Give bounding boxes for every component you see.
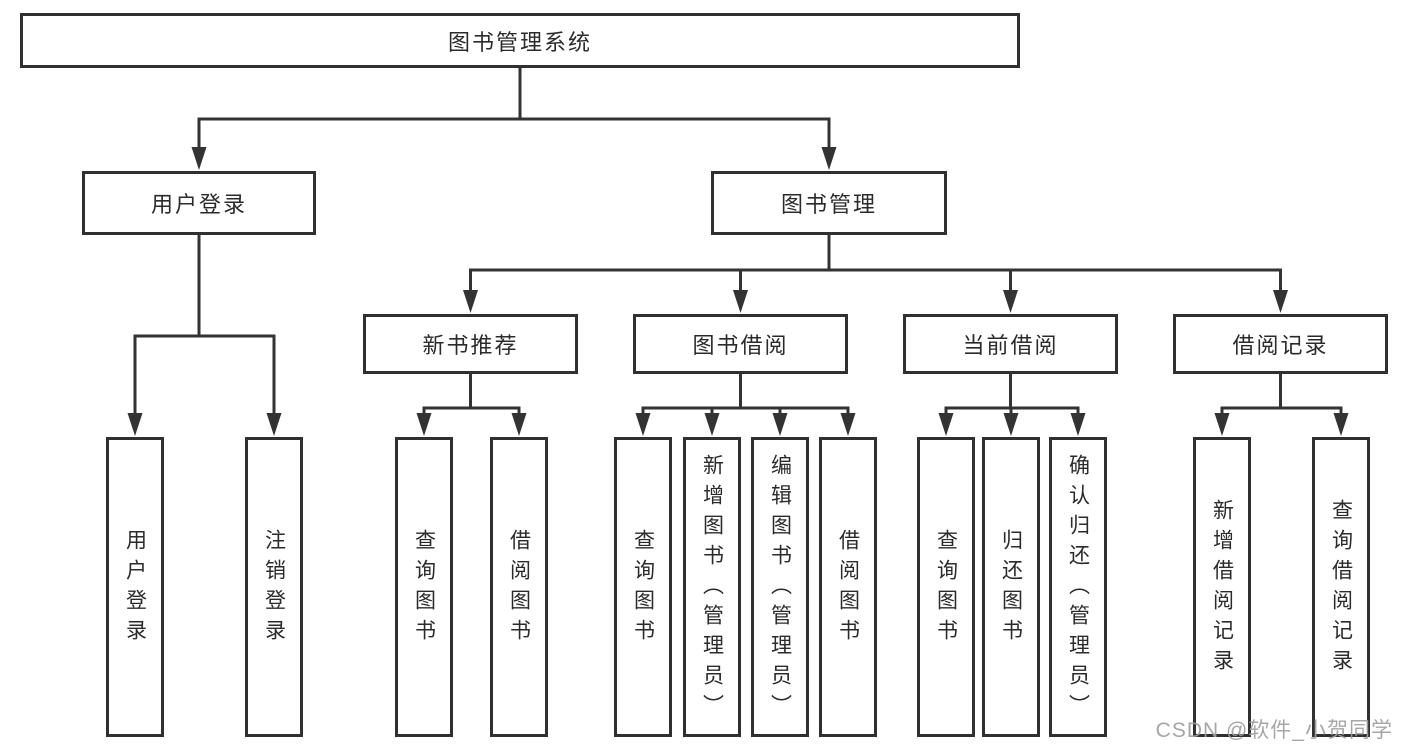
node-current-borrowing: 当前借阅 <box>903 314 1118 374</box>
leaf-confirm-return-admin: 确认归还（管理员） <box>1049 437 1107 737</box>
csdn-watermark: CSDN @软件_小贺同学 <box>1155 719 1393 742</box>
node-user-login: 用户登录 <box>82 171 316 235</box>
leaf-borrow-books-recommend: 借阅图书 <box>490 437 548 737</box>
leaf-user-login: 用户登录 <box>106 437 164 737</box>
node-new-book-recommend: 新书推荐 <box>363 314 578 374</box>
leaf-borrow-books-borrowing: 借阅图书 <box>819 437 877 737</box>
leaf-edit-book-admin: 编辑图书（管理员） <box>751 437 809 737</box>
leaf-query-books-current: 查询图书 <box>917 437 975 737</box>
leaf-add-borrow-record: 新增借阅记录 <box>1193 437 1251 737</box>
node-library-management-system: 图书管理系统 <box>20 13 1020 68</box>
leaf-return-books: 归还图书 <box>982 437 1040 737</box>
leaf-logout: 注销登录 <box>245 437 303 737</box>
leaf-query-books-borrowing: 查询图书 <box>614 437 672 737</box>
node-borrowing-records: 借阅记录 <box>1173 314 1388 374</box>
node-book-borrowing: 图书借阅 <box>633 314 848 374</box>
leaf-query-borrow-record: 查询借阅记录 <box>1312 437 1370 737</box>
leaf-add-book-admin: 新增图书（管理员） <box>683 437 741 737</box>
leaf-query-books-recommend: 查询图书 <box>395 437 453 737</box>
node-book-management: 图书管理 <box>711 171 947 235</box>
